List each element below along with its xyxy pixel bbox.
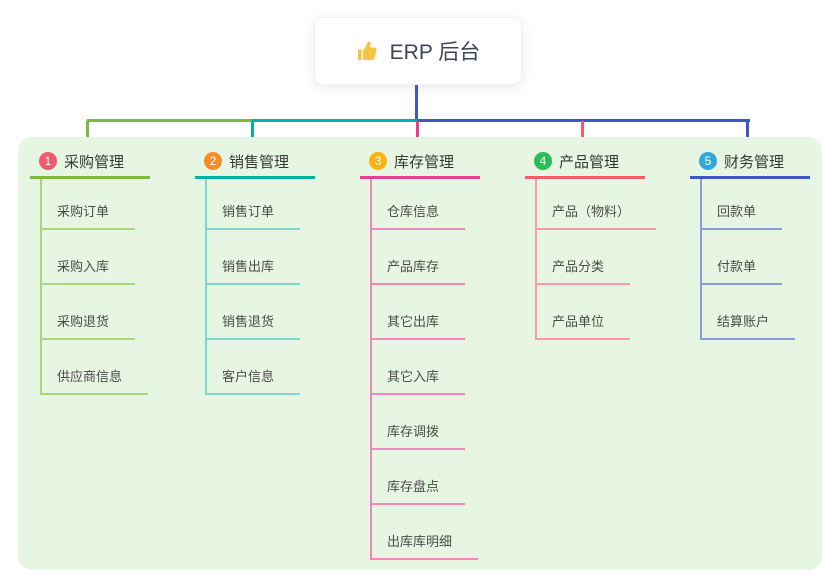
branch-title: 财务管理 (724, 153, 785, 171)
branch-title: 采购管理 (64, 153, 125, 171)
leaf-node[interactable]: 销售出库 (205, 257, 301, 285)
branch-number-badge: 2 (204, 152, 222, 170)
leaf-node[interactable]: 仓库信息 (370, 202, 466, 230)
branch-number-badge: 3 (369, 152, 387, 170)
leaf-node[interactable]: 销售退货 (205, 312, 301, 340)
branch-title: 产品管理 (559, 153, 620, 171)
bus-segment-1 (87, 119, 252, 122)
branch-node-2[interactable]: 2 销售管理 (195, 146, 315, 176)
leaf-node[interactable]: 结算账户 (700, 312, 796, 340)
branch-title: 销售管理 (229, 153, 290, 171)
branch-drop-line-1 (86, 121, 89, 148)
branch-number-badge: 5 (699, 152, 717, 170)
branch-trunk-line-3 (370, 179, 372, 560)
root-node-label: ERP 后台 (389, 41, 481, 64)
branch-trunk-line-5 (700, 179, 702, 340)
branch-number-badge: 1 (39, 152, 57, 170)
branch-underline-1 (30, 176, 150, 179)
branch-drop-line-3 (416, 121, 419, 148)
leaf-node[interactable]: 产品单位 (535, 312, 631, 340)
branch-drop-line-4 (581, 121, 584, 148)
root-node-erp-backend[interactable]: ERP 后台 (314, 17, 522, 85)
leaf-node[interactable]: 其它出库 (370, 312, 466, 340)
branch-underline-5 (690, 176, 810, 179)
branch-trunk-line-1 (40, 179, 42, 395)
leaf-node[interactable]: 产品（物料） (535, 202, 657, 230)
branch-drop-line-2 (251, 121, 254, 148)
branch-node-1[interactable]: 1 采购管理 (30, 146, 150, 176)
leaf-node[interactable]: 供应商信息 (40, 367, 149, 395)
leaf-node[interactable]: 出库库明细 (370, 532, 479, 560)
bus-segment-3 (417, 119, 750, 122)
leaf-node[interactable]: 采购入库 (40, 257, 136, 285)
root-trunk-line (415, 85, 418, 121)
leaf-node[interactable]: 产品分类 (535, 257, 631, 285)
branch-underline-2 (195, 176, 315, 179)
branch-underline-3 (360, 176, 480, 179)
leaf-node[interactable]: 销售订单 (205, 202, 301, 230)
leaf-node[interactable]: 回款单 (700, 202, 783, 230)
branch-node-4[interactable]: 4 产品管理 (525, 146, 645, 176)
leaf-node[interactable]: 库存调拨 (370, 422, 466, 450)
leaf-node[interactable]: 采购订单 (40, 202, 136, 230)
leaf-node[interactable]: 采购退货 (40, 312, 136, 340)
leaf-node[interactable]: 库存盘点 (370, 477, 466, 505)
leaf-node[interactable]: 产品库存 (370, 257, 466, 285)
leaf-node[interactable]: 客户信息 (205, 367, 301, 395)
branch-trunk-line-2 (205, 179, 207, 395)
branch-number-badge: 4 (534, 152, 552, 170)
branch-drop-line-5 (746, 121, 749, 148)
leaf-node[interactable]: 其它入库 (370, 367, 466, 395)
branch-underline-4 (525, 176, 645, 179)
branches-panel (18, 137, 822, 570)
branch-trunk-line-4 (535, 179, 537, 340)
branch-node-3[interactable]: 3 库存管理 (360, 146, 480, 176)
bus-segment-2 (252, 119, 417, 122)
branch-node-5[interactable]: 5 财务管理 (690, 146, 810, 176)
thumbs-up-icon (356, 39, 380, 63)
leaf-node[interactable]: 付款单 (700, 257, 783, 285)
branch-title: 库存管理 (394, 153, 455, 171)
